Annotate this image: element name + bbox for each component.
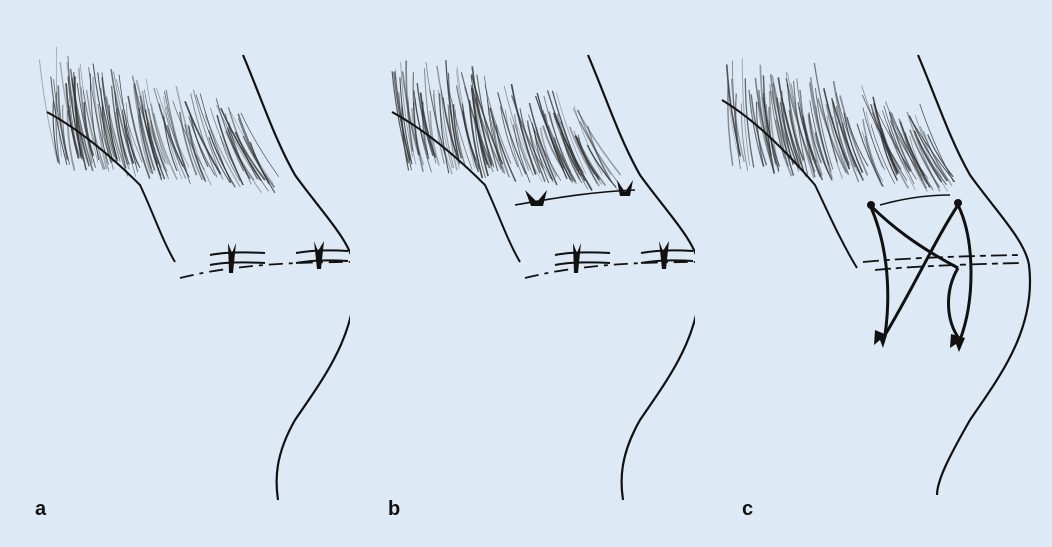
panel-b-drawing xyxy=(345,0,695,547)
panel-c-drawing xyxy=(675,0,1052,547)
upper-incision xyxy=(880,195,950,205)
eyelashes xyxy=(727,58,955,191)
panel-a-drawing xyxy=(0,0,350,547)
cross-sutures xyxy=(870,205,971,340)
panel-label-b: b xyxy=(388,498,400,521)
eyelash-stroke xyxy=(742,58,749,165)
eyelashes xyxy=(39,47,278,193)
suture-knot xyxy=(867,201,875,209)
eyelash-stroke xyxy=(200,94,231,183)
incision-line xyxy=(525,262,695,278)
eyelashes xyxy=(392,60,620,193)
suture-knot xyxy=(210,243,265,273)
suture-knot xyxy=(296,241,348,269)
suture-knot xyxy=(555,243,610,273)
suture-knot xyxy=(525,190,547,206)
panel-label-c: c xyxy=(742,498,753,521)
lid-contour xyxy=(918,55,1030,495)
lid-contour xyxy=(243,55,350,500)
suture-knot xyxy=(954,199,962,207)
incision-line xyxy=(180,262,350,278)
suture-knot xyxy=(617,180,633,196)
panel-label-a: a xyxy=(35,498,46,521)
eyelash-stroke xyxy=(832,98,864,180)
